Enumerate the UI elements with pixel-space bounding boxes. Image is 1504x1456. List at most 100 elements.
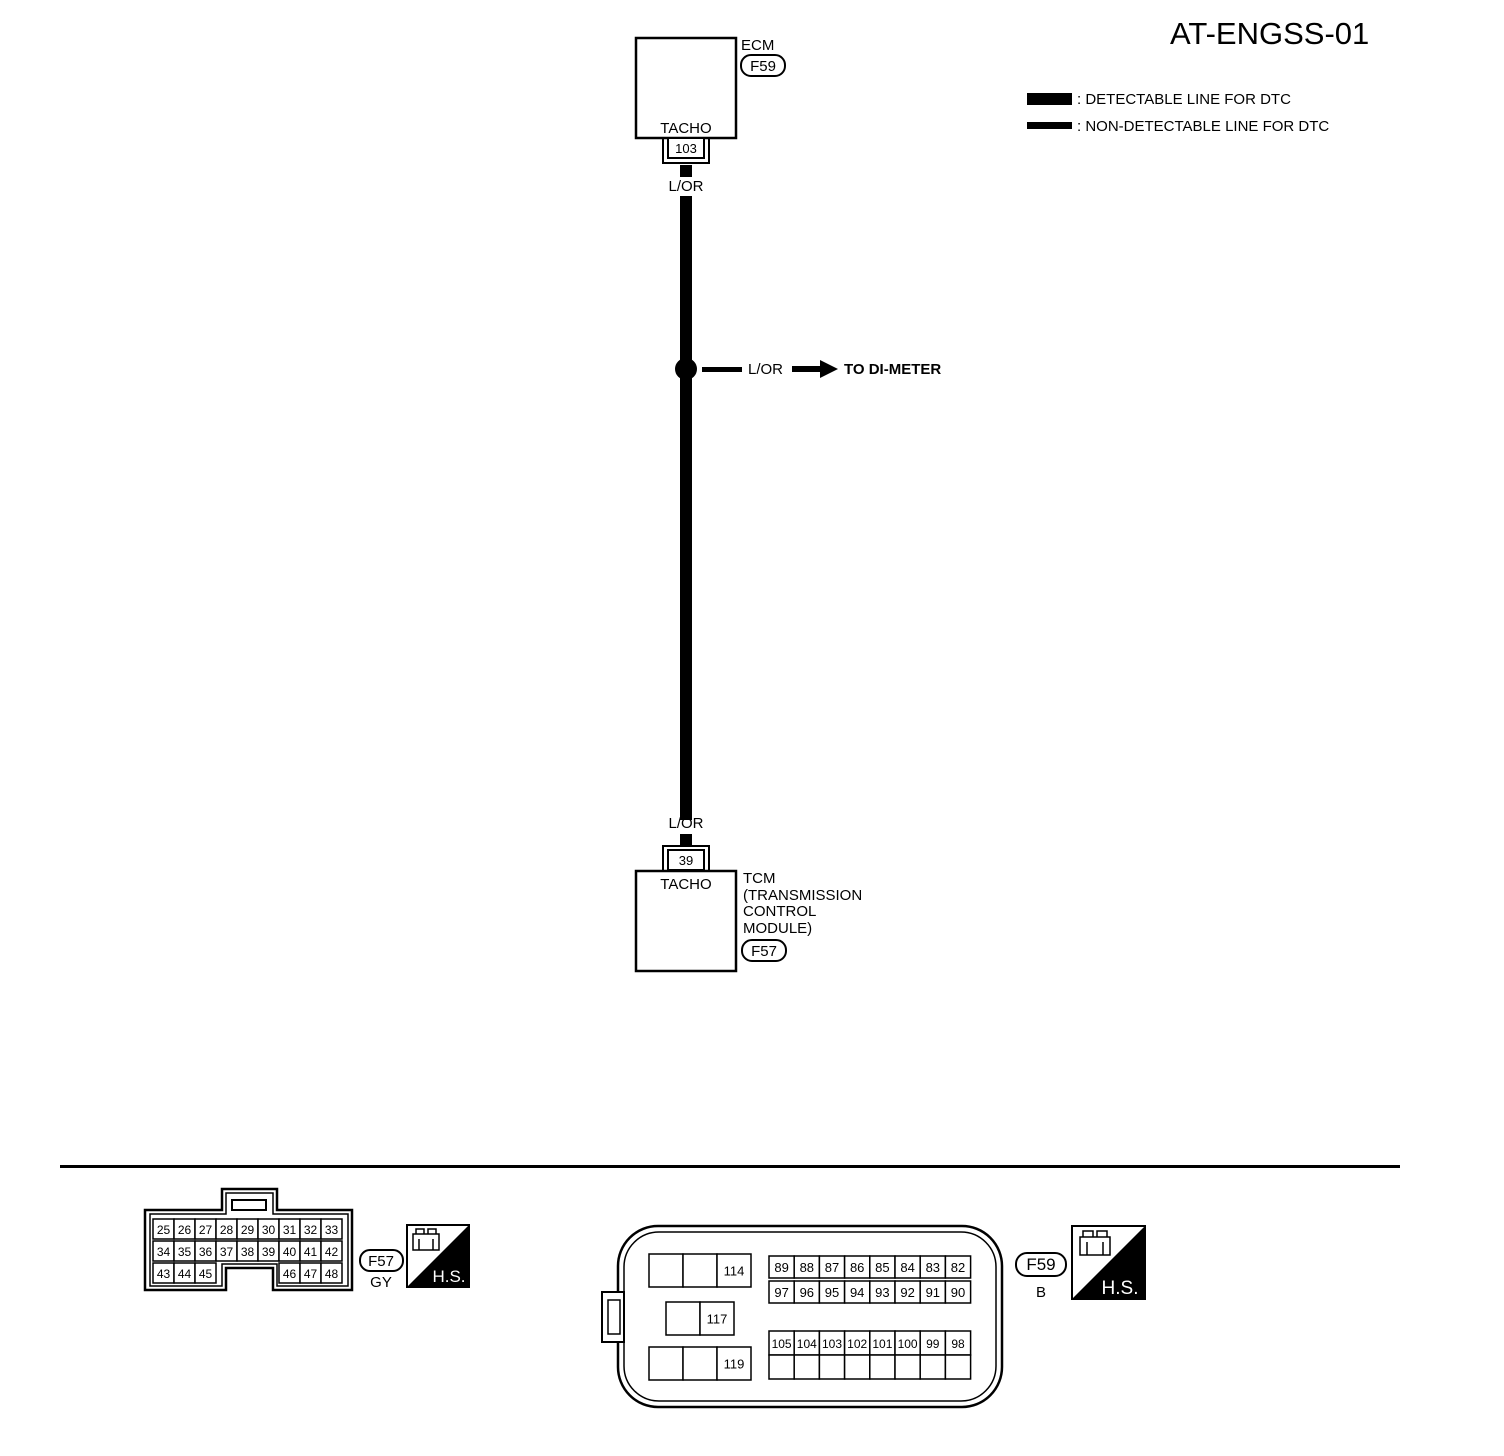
- connector-pin-cell: [648, 1253, 684, 1288]
- pin-number: 99: [926, 1337, 940, 1351]
- branch-wire-color: L/OR: [748, 361, 783, 378]
- pin-number: 40: [283, 1245, 297, 1259]
- connector-pin-cell: 96: [793, 1280, 821, 1304]
- connector-pin-cell: 101: [869, 1330, 896, 1356]
- pin-number: 31: [283, 1223, 297, 1237]
- pin-number: 90: [951, 1285, 965, 1300]
- connector-pin-cell: [919, 1354, 947, 1380]
- pin-number: 92: [900, 1285, 914, 1300]
- ecm-module: ECM F59 TACHO: [634, 36, 786, 140]
- connector-pin-cell: 85: [869, 1255, 896, 1279]
- connector-pin-cell: [793, 1354, 821, 1380]
- pin-number: 36: [199, 1245, 213, 1259]
- pin-number: 98: [951, 1337, 965, 1351]
- connector-pin-cell: [869, 1354, 896, 1380]
- tcm-name-line-4: MODULE): [743, 920, 812, 937]
- connector-pin-cell: 35: [173, 1240, 196, 1262]
- branch-destination: TO DI-METER: [844, 361, 941, 378]
- pin-number: 101: [872, 1337, 892, 1351]
- connector-pin-cell: [944, 1354, 972, 1380]
- pin-number: 95: [825, 1285, 839, 1300]
- f57-connector-id: F57: [368, 1253, 394, 1270]
- pin-number: 103: [822, 1337, 842, 1351]
- pin-number: 30: [262, 1223, 276, 1237]
- wire-stub-bottom: [680, 834, 692, 846]
- connector-pin-cell: 82: [944, 1255, 972, 1279]
- connector-pin-cell: 119: [716, 1346, 752, 1381]
- connector-pin-cell: 45: [194, 1262, 217, 1284]
- wire-color-bottom: L/OR: [668, 815, 703, 832]
- pin-number: 102: [847, 1337, 867, 1351]
- connector-pin-cell: 89: [768, 1255, 795, 1279]
- section-divider: [60, 1165, 1400, 1168]
- connector-pin-cell: 30: [257, 1218, 280, 1240]
- connector-pin-cell: 36: [194, 1240, 217, 1262]
- pin-number: 26: [178, 1223, 192, 1237]
- legend: : DETECTABLE LINE FOR DTC : NON-DETECTAB…: [1027, 91, 1329, 135]
- legend-non-detectable-label: : NON-DETECTABLE LINE FOR DTC: [1077, 118, 1329, 135]
- tcm-module: TACHO TCM (TRANSMISSION CONTROL MODULE) …: [634, 869, 862, 973]
- connector-pin-cell: 46: [278, 1262, 301, 1284]
- tcm-name-line-2: (TRANSMISSION: [743, 887, 862, 904]
- pin-number: 96: [800, 1285, 814, 1300]
- connector-pin-cell: 105: [768, 1330, 795, 1356]
- pin-number: 117: [707, 1312, 728, 1327]
- connector-pin-cell: 40: [278, 1240, 301, 1262]
- ecm-connector-badge: F59: [740, 54, 786, 77]
- connector-pin-cell: 47: [299, 1262, 322, 1284]
- f59-connector-id: F59: [1026, 1255, 1055, 1274]
- connector-pin-cell: 86: [843, 1255, 871, 1279]
- pin-number: 32: [304, 1223, 318, 1237]
- pin-number: 85: [875, 1260, 889, 1275]
- pin-number: 28: [220, 1223, 234, 1237]
- pin-number: 33: [325, 1223, 339, 1237]
- connector-pin-cell: 31: [278, 1218, 301, 1240]
- tcm-connector-badge: F57: [741, 939, 787, 962]
- f59-connector-badge: F59: [1015, 1252, 1067, 1277]
- connector-pin-cell: 44: [173, 1262, 196, 1284]
- tcm-terminal-label: TACHO: [660, 876, 711, 893]
- pin-number: 84: [900, 1260, 914, 1275]
- tcm-pin-number: 39: [679, 853, 693, 868]
- connector-pin-cell: 100: [894, 1330, 921, 1356]
- connector-pin-cell: [894, 1354, 921, 1380]
- connector-pin-cell: 114: [716, 1253, 752, 1288]
- connector-pin-cell: 29: [236, 1218, 259, 1240]
- connector-pin-cell: 32: [299, 1218, 322, 1240]
- pin-number: 104: [797, 1337, 817, 1351]
- pin-number: 44: [178, 1267, 192, 1281]
- connector-pin-cell: [818, 1354, 846, 1380]
- connector-pin-cell: 27: [194, 1218, 217, 1240]
- connector-pin-cell: [665, 1301, 701, 1336]
- connector-pin-cell: [682, 1346, 718, 1381]
- pin-number: 88: [800, 1260, 814, 1275]
- legend-detectable-label: : DETECTABLE LINE FOR DTC: [1077, 91, 1291, 108]
- harness-side-icon: H.S.: [1071, 1225, 1146, 1300]
- pin-number: 119: [724, 1357, 745, 1372]
- connector-pin-cell: 42: [320, 1240, 343, 1262]
- connector-pin-cell: 33: [320, 1218, 343, 1240]
- pin-number: 91: [926, 1285, 940, 1300]
- f57-color-code: GY: [370, 1274, 392, 1291]
- connector-pin-cell: 43: [152, 1262, 175, 1284]
- connector-latch: [231, 1199, 267, 1211]
- f57-hs-label: H.S.: [432, 1267, 465, 1286]
- pin-number: 34: [157, 1245, 171, 1259]
- connector-plug-icon: [1079, 1230, 1111, 1256]
- wire-color-top: L/OR: [668, 178, 703, 195]
- connector-pin-cell: 97: [768, 1280, 795, 1304]
- f59-color-code: B: [1036, 1284, 1046, 1301]
- connector-pin-cell: 83: [919, 1255, 947, 1279]
- ecm-terminal-label: TACHO: [660, 120, 711, 137]
- pin-number: 48: [325, 1267, 339, 1281]
- connector-plug-icon: [412, 1228, 440, 1251]
- tcm-name-line-1: TCM: [743, 870, 776, 887]
- connector-pin-cell: 91: [919, 1280, 947, 1304]
- pin-number: 43: [157, 1267, 171, 1281]
- detectable-line-swatch: [1027, 93, 1072, 105]
- arrow-right-icon: [792, 360, 838, 378]
- f59-hs-label: H.S.: [1102, 1278, 1139, 1299]
- connector-pin-cell: 26: [173, 1218, 196, 1240]
